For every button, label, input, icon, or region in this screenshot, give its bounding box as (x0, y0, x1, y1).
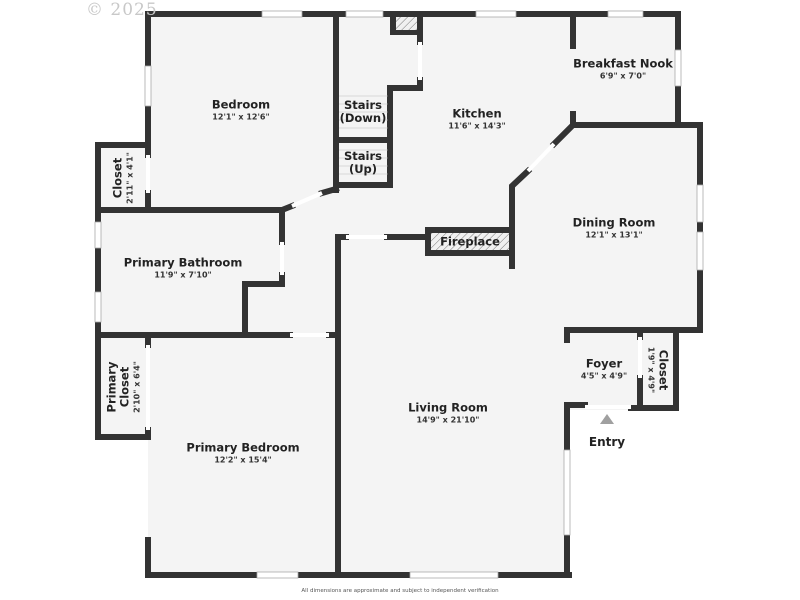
room-dims: 12'1" x 13'1" (585, 230, 643, 240)
room-name-line1: Stairs (344, 148, 382, 163)
room-name: Living Room (408, 400, 488, 415)
room-name-line1: Stairs (344, 97, 382, 112)
room-name: Closet (656, 349, 671, 391)
room-label-stairs-up: Stairs (Up) (344, 148, 382, 176)
room-label-primary-bathroom: Primary Bathroom 11'9" x 7'10" (123, 255, 243, 280)
chimney-hatch (396, 17, 417, 30)
room-name: Dining Room (572, 215, 656, 230)
room-dims: 12'2" x 15'4" (214, 455, 272, 465)
room-name-line2: (Up) (348, 162, 378, 176)
room-label-living-room: Living Room 14'9" x 21'10" (408, 400, 488, 425)
room-dims: 2'11" x 4'1" (125, 152, 135, 204)
room-label-primary-closet: Primary Closet 2'10" x 6'4" (105, 361, 143, 413)
room-name: Bedroom (211, 97, 271, 112)
room-name: Primary Bathroom (123, 255, 243, 270)
windows (94, 10, 704, 579)
room-name: Fireplace (440, 234, 500, 249)
copyright: © 2025 (86, 0, 158, 20)
stair-treads (339, 95, 388, 175)
room-name-line2: Closet (117, 366, 132, 408)
entry-arrow-icon (600, 414, 614, 424)
room-label-closet1: Closet 2'11" x 4'1" (110, 152, 135, 204)
room-dims: 2'10" x 6'4" (133, 361, 143, 413)
room-dims: 1'9" x 4'9" (646, 346, 656, 394)
door-openings (146, 42, 642, 430)
room-name: Closet (110, 157, 125, 199)
room-name: Primary Bedroom (186, 440, 300, 455)
room-name-line2: (Down) (339, 111, 387, 125)
room-name: Breakfast Nook (573, 56, 673, 71)
room-label-kitchen: Kitchen 11'6" x 14'3" (448, 106, 506, 131)
room-dims: 14'9" x 21'10" (416, 415, 480, 425)
room-dims: 11'9" x 7'10" (154, 270, 212, 280)
room-name: Kitchen (452, 106, 502, 121)
room-label-stairs-down: Stairs (Down) (339, 97, 387, 125)
fireplace-hatch (431, 233, 509, 250)
footer-disclaimer: All dimensions are approximate and subje… (301, 588, 499, 594)
room-dims: 12'1" x 12'6" (212, 112, 270, 122)
room-dims: 4'5" x 4'9" (580, 371, 628, 381)
room-label-breakfast-nook: Breakfast Nook 6'9" x 7'0" (573, 56, 673, 81)
room-label-fireplace: Fireplace (440, 235, 500, 248)
room-label-foyer: Foyer 4'5" x 4'9" (580, 356, 628, 381)
room-dims: 11'6" x 14'3" (448, 121, 506, 131)
room-name: Foyer (585, 356, 623, 371)
entry-label: Entry (588, 435, 626, 449)
walls (95, 11, 703, 578)
room-dims: 6'9" x 7'0" (599, 71, 647, 81)
room-label-dining-room: Dining Room 12'1" x 13'1" (572, 215, 656, 240)
room-label-primary-bedroom: Primary Bedroom 12'2" x 15'4" (186, 440, 300, 465)
floor-areas (98, 15, 700, 575)
room-label-closet2: Closet 1'9" x 4'9" (646, 346, 671, 394)
room-label-bedroom: Bedroom 12'1" x 12'6" (211, 97, 271, 122)
